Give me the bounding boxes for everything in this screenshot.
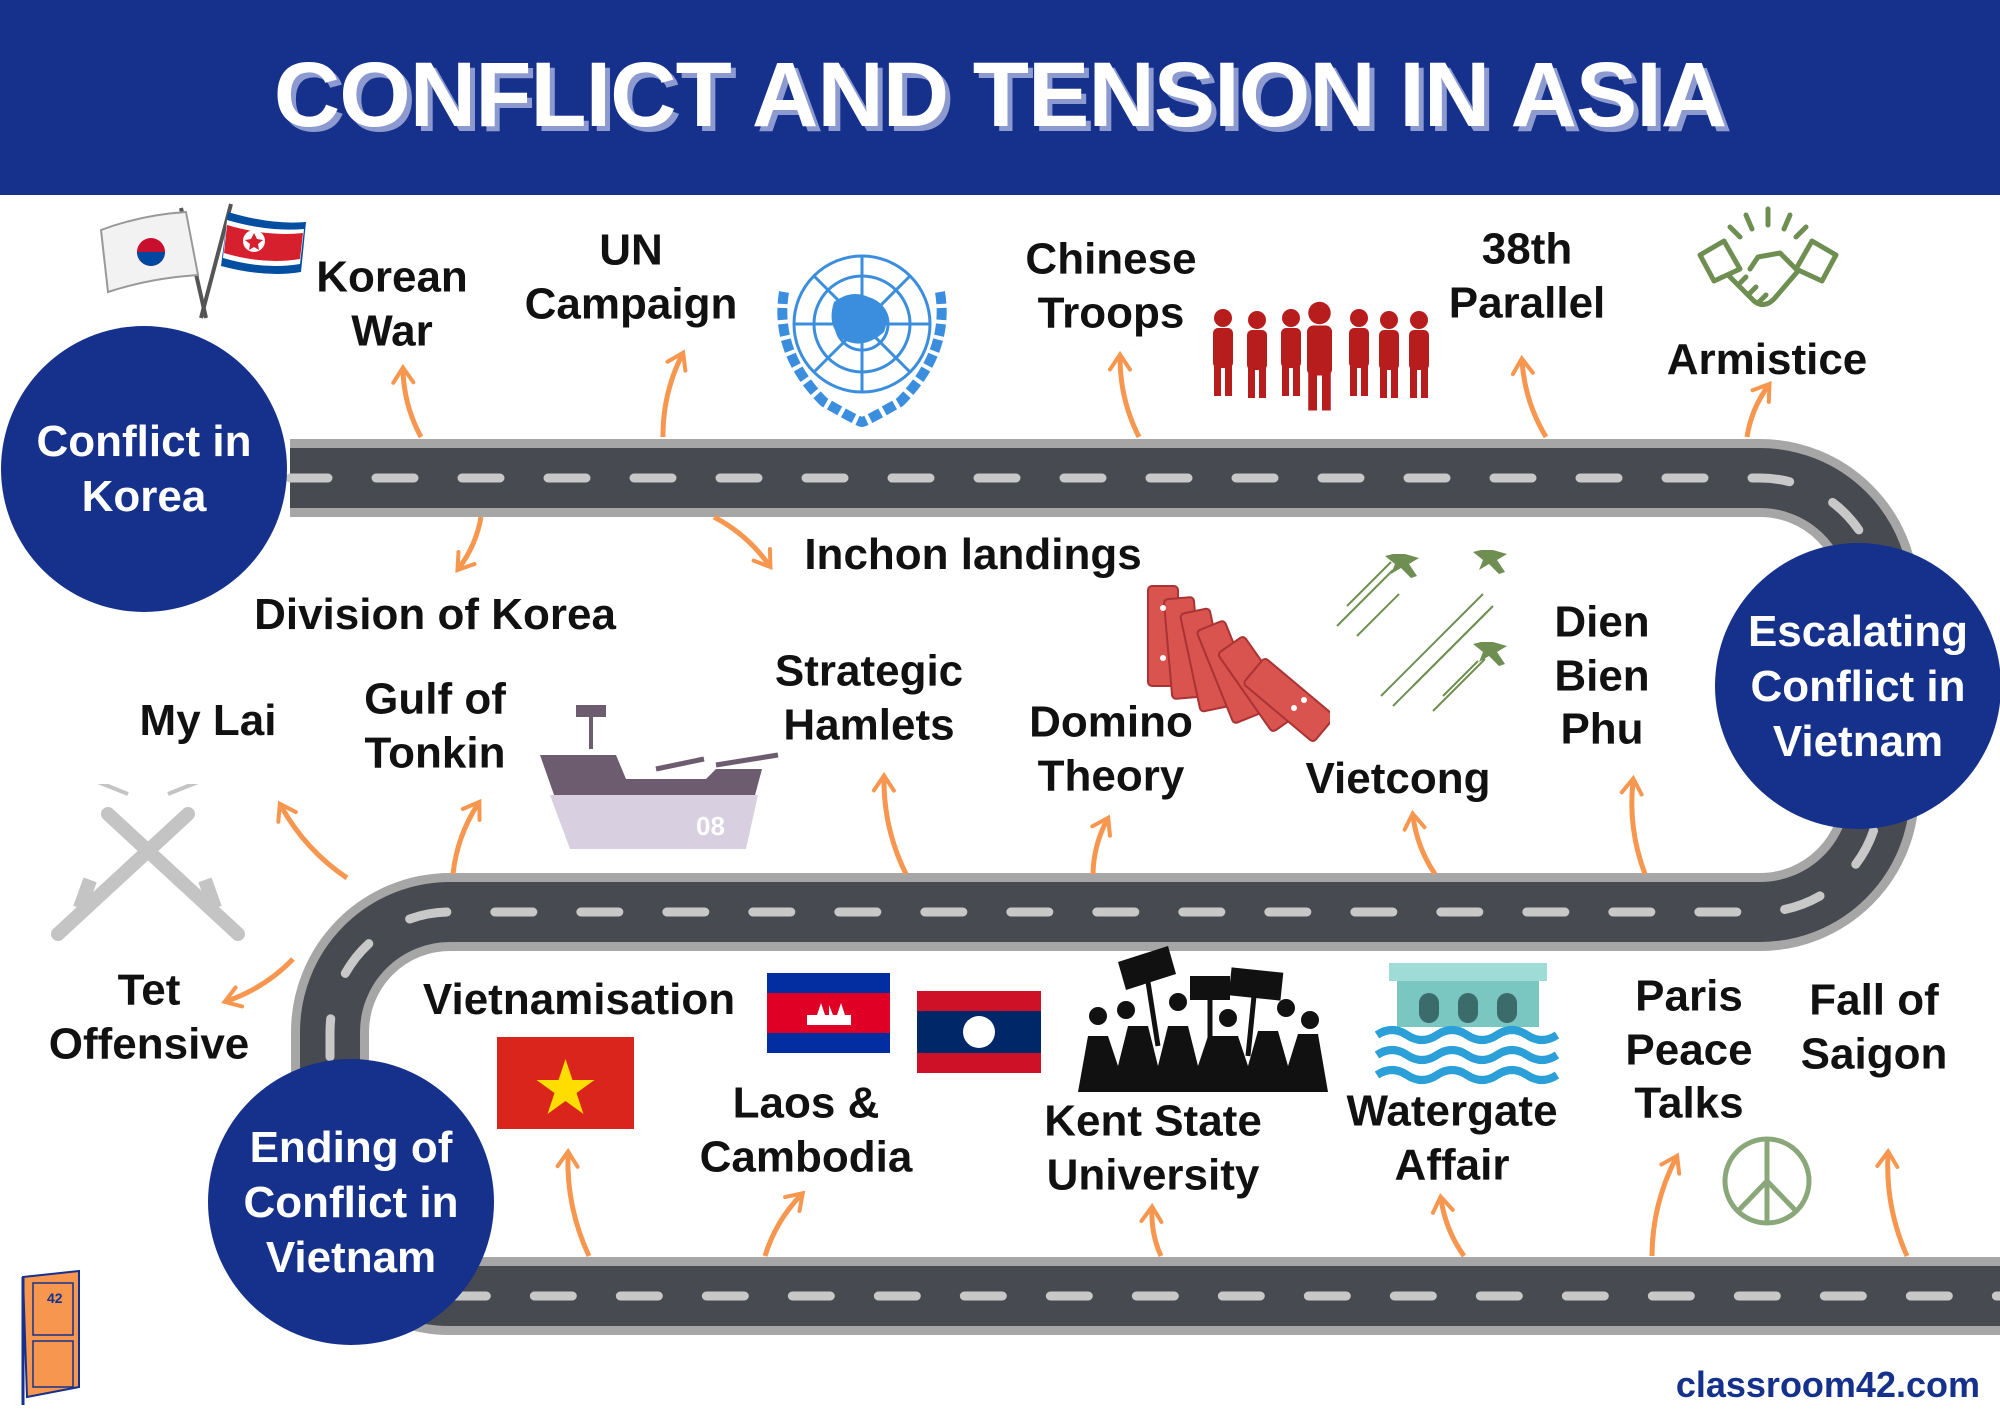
rifles-icon <box>51 784 245 941</box>
connector-arrow <box>1649 1152 1682 1257</box>
connector-arrow <box>1430 1192 1467 1258</box>
laos-flag-icon <box>917 991 1041 1073</box>
door-logo-icon: 42 <box>21 1269 80 1405</box>
event-paris-peace-talks: Paris Peace Talks <box>1625 971 1753 1128</box>
header-banner: CONFLICT AND TENSION IN ASIA <box>0 0 2000 195</box>
event-armistice: Armistice <box>1666 335 1868 385</box>
event-kent-state: Kent State University <box>1044 1096 1262 1199</box>
connector-arrow <box>276 800 349 881</box>
event-gulf-of-tonkin: Gulf of Tonkin <box>364 674 506 777</box>
connector-arrow <box>762 1190 806 1257</box>
event-vietcong: Vietcong <box>1305 754 1491 804</box>
section-ending-conflict-vietnam: Ending of Conflict in Vietnam <box>208 1059 494 1345</box>
event-dien-bien-phu: Dien Bien Phu <box>1554 597 1650 754</box>
event-chinese-troops: Chinese Troops <box>1025 234 1197 337</box>
warship-icon: 08 <box>540 705 779 849</box>
connector-arrow <box>1619 774 1648 875</box>
section-label: Conflict in Korea <box>36 417 252 521</box>
event-korean-war: Korean War <box>316 252 468 355</box>
section-escalating-conflict-vietnam: Escalating Conflict in Vietnam <box>1715 543 2000 829</box>
connector-arrow <box>1402 809 1438 876</box>
connector-arrow <box>871 771 909 876</box>
connector-arrow <box>1090 814 1112 875</box>
brand-link[interactable]: classroom42.com <box>1675 1364 1980 1405</box>
event-laos-cambodia: Laos & Cambodia <box>699 1078 913 1181</box>
cambodia-flag-icon <box>767 973 890 1053</box>
vietnam-flag-icon <box>497 1037 634 1129</box>
connector-arrow <box>1875 1147 1910 1258</box>
event-38th-parallel: 38th Parallel <box>1448 224 1606 327</box>
handshake-icon <box>1697 206 1839 307</box>
event-fall-of-saigon: Fall of Saigon <box>1800 975 1948 1078</box>
connector-arrow <box>1510 354 1549 439</box>
section-conflict-in-korea: Conflict in Korea <box>1 326 287 612</box>
event-division-of-korea: Division of Korea <box>254 590 616 640</box>
dominoes-icon <box>1147 585 1330 742</box>
un-emblem-icon <box>777 254 947 427</box>
ship-number: 08 <box>696 811 725 841</box>
protest-icon <box>1078 946 1328 1092</box>
connector-arrow <box>1139 1202 1164 1258</box>
event-strategic-hamlets: Strategic Hamlets <box>774 646 964 749</box>
event-inchon-landings: Inchon landings <box>804 530 1142 580</box>
connector-arrow <box>1744 381 1772 438</box>
section-label: Ending of Conflict in Vietnam <box>243 1122 459 1282</box>
event-tet-offensive: Tet Offensive <box>48 965 250 1068</box>
event-my-lai: My Lai <box>139 696 277 746</box>
connector-arrow <box>450 798 482 875</box>
event-domino-theory: Domino Theory <box>1029 697 1193 800</box>
connector-arrow <box>660 349 688 438</box>
event-watergate: Watergate Affair <box>1346 1086 1558 1189</box>
soldiers-icon <box>1213 301 1429 411</box>
connector-arrow <box>455 516 484 573</box>
event-vietnamisation: Vietnamisation <box>422 975 736 1025</box>
connector-arrow <box>221 957 295 1009</box>
watergate-building-icon <box>1375 963 1560 1084</box>
connector-arrow <box>555 1147 592 1258</box>
connector-arrow <box>1107 350 1142 439</box>
peace-sign-icon <box>1722 1136 1812 1226</box>
door-number: 42 <box>47 1290 63 1306</box>
page-title: CONFLICT AND TENSION IN ASIA <box>273 44 1728 146</box>
korea-flags-icon <box>99 203 306 319</box>
event-un-campaign: UN Campaign <box>524 225 738 328</box>
section-label: Escalating Conflict in Vietnam <box>1747 606 1969 766</box>
connector-arrow <box>712 514 773 570</box>
fighter-jets-icon <box>1336 550 1507 712</box>
connector-arrow <box>391 363 424 439</box>
